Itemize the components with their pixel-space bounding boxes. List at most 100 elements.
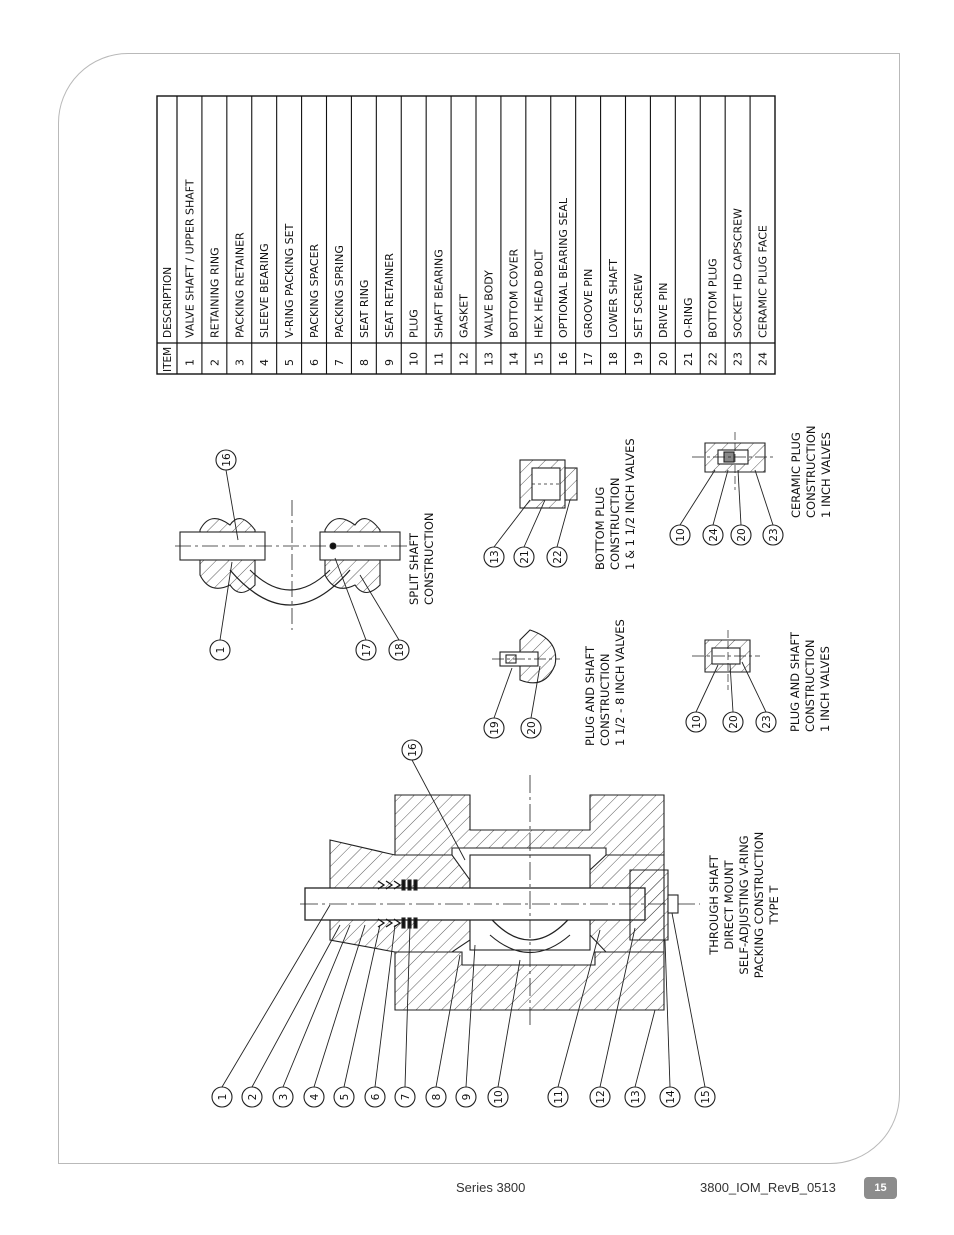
- split-shaft-leaders: [219, 469, 400, 641]
- table-row-description: VALVE BODY: [482, 270, 495, 338]
- table-row-item: 11: [433, 352, 446, 366]
- bottom-plug-callout-circle: [483, 546, 505, 568]
- plug-small-callout-circle: [685, 711, 707, 733]
- table-row-description: V-RING PACKING SET: [283, 223, 296, 338]
- table-row-description: SHAFT BEARING: [433, 249, 446, 338]
- main-callout-label: 8: [431, 1094, 443, 1101]
- table-row-description: PLUG: [408, 309, 421, 338]
- caption-line: DIRECT MOUNT: [722, 859, 736, 949]
- bottom-plug-callout-label: 13: [489, 550, 501, 563]
- bottom-plug-callout-circle: [513, 546, 535, 568]
- main-leader-lines: [221, 759, 706, 1088]
- caption-line: PLUG AND SHAFT: [788, 631, 802, 732]
- caption-line: 1 1/2 - 8 INCH VALVES: [613, 619, 627, 746]
- table-row-item: 3: [233, 359, 246, 366]
- table-row-description: BOTTOM PLUG: [707, 258, 720, 338]
- ceramic-callout-circle: [669, 524, 691, 546]
- ceramic-callout-circle: [762, 524, 784, 546]
- main-callout-circle: [425, 1086, 447, 1108]
- main-callout-circle: [589, 1086, 611, 1108]
- bottom-plug-leaders: [493, 499, 571, 548]
- page-number-badge: 15: [864, 1177, 897, 1199]
- main-callout-label: 4: [309, 1093, 321, 1100]
- table-row-description: RETAINING RING: [208, 247, 221, 338]
- plug-small-callout-label: 10: [691, 715, 703, 728]
- ceramic-callout-label: 23: [768, 528, 780, 541]
- main-callout-label: 9: [461, 1094, 473, 1101]
- split-callout-circle: [209, 639, 231, 661]
- main-callout-label: 15: [700, 1090, 712, 1103]
- bottom-plug-callout-label: 21: [519, 550, 531, 563]
- bottom-plug-callouts: 13 21 22: [483, 546, 568, 568]
- split-callout-label: 1: [215, 647, 227, 654]
- ceramic-plug-drawing: [692, 432, 775, 490]
- main-callout-label: 5: [339, 1094, 351, 1101]
- ceramic-plug-leaders: [679, 469, 774, 526]
- caption-line: CONSTRUCTION: [608, 477, 622, 570]
- ceramic-callout-label: 20: [736, 528, 748, 541]
- plug-small-callout-label: 20: [728, 715, 740, 728]
- main-callout-circle: [211, 1086, 233, 1108]
- table-row-item: 20: [657, 352, 670, 366]
- main-callout-label: 12: [595, 1090, 607, 1103]
- footer-series: Series 3800: [456, 1180, 526, 1195]
- plug-large-callout-circle: [483, 717, 505, 739]
- main-callout-label: 13: [630, 1090, 642, 1103]
- table-row-description: CERAMIC PLUG FACE: [757, 225, 770, 338]
- table-row-description: SET SCREW: [632, 274, 645, 338]
- table-row-item: 15: [532, 352, 545, 366]
- caption-line: THROUGH SHAFT: [707, 854, 721, 956]
- table-row-description: GASKET: [458, 294, 471, 338]
- table-row-item: 18: [607, 352, 620, 366]
- caption-line: 1 INCH VALVES: [818, 646, 832, 732]
- split-callout-label: 16: [221, 453, 233, 467]
- main-callout-circle: [624, 1086, 646, 1108]
- caption-line: SPLIT SHAFT: [407, 532, 421, 605]
- main-callout-circle: [455, 1086, 477, 1108]
- caption-line: CONSTRUCTION: [598, 653, 612, 746]
- main-callout-label: 10: [493, 1090, 505, 1103]
- main-assembly-drawing: [300, 775, 700, 1025]
- bottom-plug-callout-label: 22: [552, 550, 564, 563]
- main-callout-circle: [333, 1086, 355, 1108]
- bottom-plug-drawing: [519, 459, 578, 509]
- split-callout-circle: [215, 449, 237, 471]
- table-row-description: SLEEVE BEARING: [258, 243, 271, 338]
- main-callout-label: 2: [247, 1094, 259, 1101]
- caption-line: CONSTRUCTION: [803, 639, 817, 732]
- footer-doc-id: 3800_IOM_RevB_0513: [700, 1180, 836, 1195]
- main-callout-circle: [394, 1086, 416, 1108]
- bottom-plug-callout-circle: [546, 546, 568, 568]
- caption-line: PACKING CONSTRUCTION: [752, 832, 766, 979]
- table-row-description: PACKING SPRING: [333, 245, 346, 338]
- table-row-item: 8: [358, 359, 371, 366]
- table-row-description: GROOVE PIN: [582, 269, 595, 338]
- table-row-item: 9: [383, 359, 396, 366]
- split-shaft-drawing: [175, 500, 410, 630]
- plug-shaft-large-leaders: [493, 665, 541, 719]
- main-callout-label: 1: [217, 1094, 229, 1101]
- ceramic-callout-label: 24: [708, 528, 720, 542]
- ceramic-callout-circle: [730, 524, 752, 546]
- table-row-description: O-RING: [682, 297, 695, 338]
- table-row-item: 24: [757, 352, 770, 366]
- table-row-description: VALVE SHAFT / UPPER SHAFT: [183, 179, 196, 338]
- main-callout-label: 3: [278, 1094, 290, 1101]
- table-row-item: 14: [507, 352, 520, 366]
- table-row-description: OPTIONAL BEARING SEAL: [557, 197, 570, 338]
- caption-line: CERAMIC PLUG: [789, 432, 803, 518]
- plug-shaft-large-drawing: [492, 629, 560, 684]
- table-row-description: PACKING SPACER: [308, 243, 321, 338]
- table-row-item: 5: [283, 359, 296, 366]
- table-row-description: DRIVE PIN: [657, 283, 670, 338]
- main-callout-label: 16: [407, 743, 419, 757]
- ceramic-callout-circle: [702, 524, 724, 546]
- main-callout-circle: [401, 739, 423, 761]
- table-row-item: 22: [707, 352, 720, 366]
- table-row-description: SEAT RETAINER: [383, 253, 396, 338]
